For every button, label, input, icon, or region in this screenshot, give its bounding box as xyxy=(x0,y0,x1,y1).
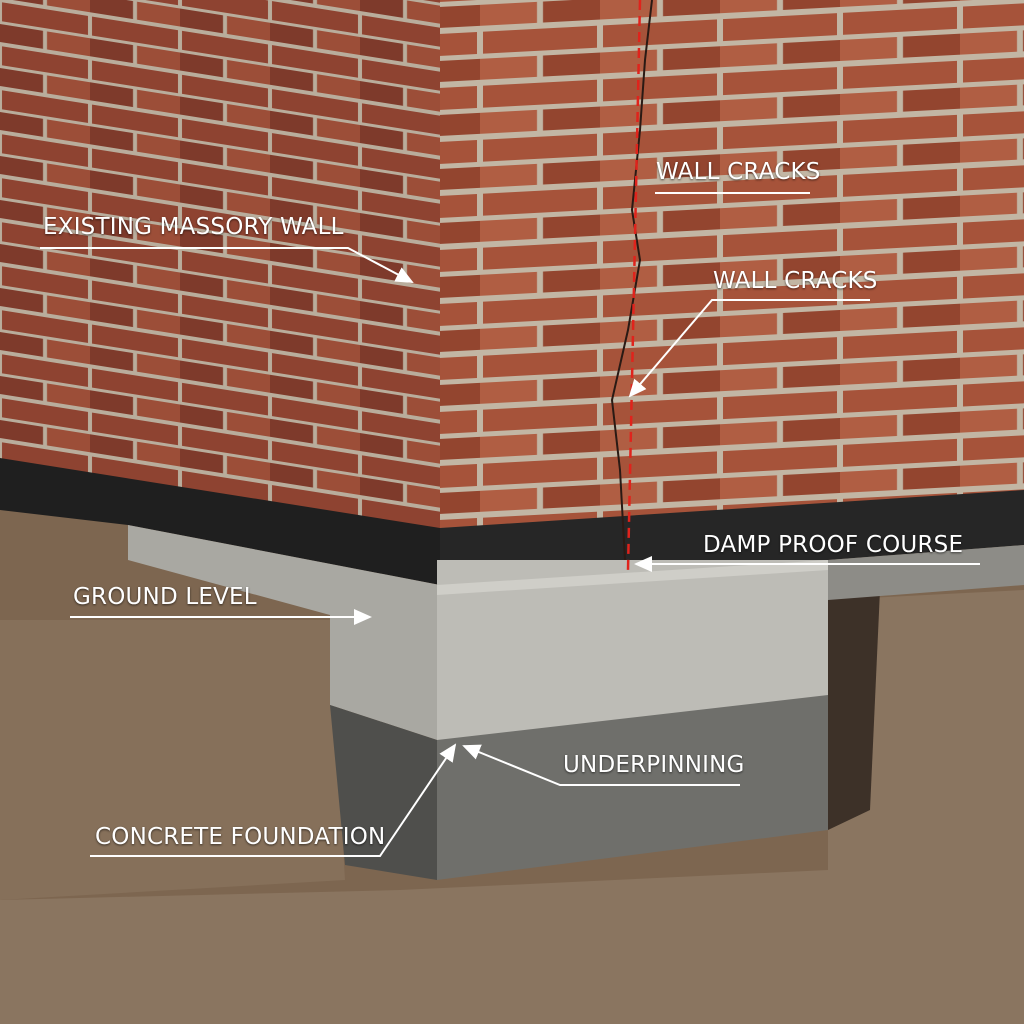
soil-foreground xyxy=(0,590,1024,1024)
label-existing-masonry-wall: EXISTING MASSORY WALL xyxy=(43,214,344,240)
concrete-ledge-side xyxy=(128,525,440,740)
trench-shadow xyxy=(828,590,880,830)
underpinning-side xyxy=(330,705,437,880)
label-wall-cracks-lower: WALL CRACKS xyxy=(713,268,878,294)
masonry-wall-right-face xyxy=(440,0,1024,528)
label-wall-cracks-upper: WALL CRACKS xyxy=(656,159,821,185)
dpc-left xyxy=(0,458,440,585)
wall-crack xyxy=(610,0,653,561)
soil-left-bank xyxy=(0,620,345,900)
label-damp-proof-course: DAMP PROOF COURSE xyxy=(703,532,964,558)
label-ground-level: GROUND LEVEL xyxy=(73,584,257,610)
label-concrete-foundation: CONCRETE FOUNDATION xyxy=(95,824,386,850)
underpinning-block xyxy=(437,695,828,880)
label-underpinning: UNDERPINNING xyxy=(563,752,745,778)
annotation-leaders xyxy=(40,192,980,857)
